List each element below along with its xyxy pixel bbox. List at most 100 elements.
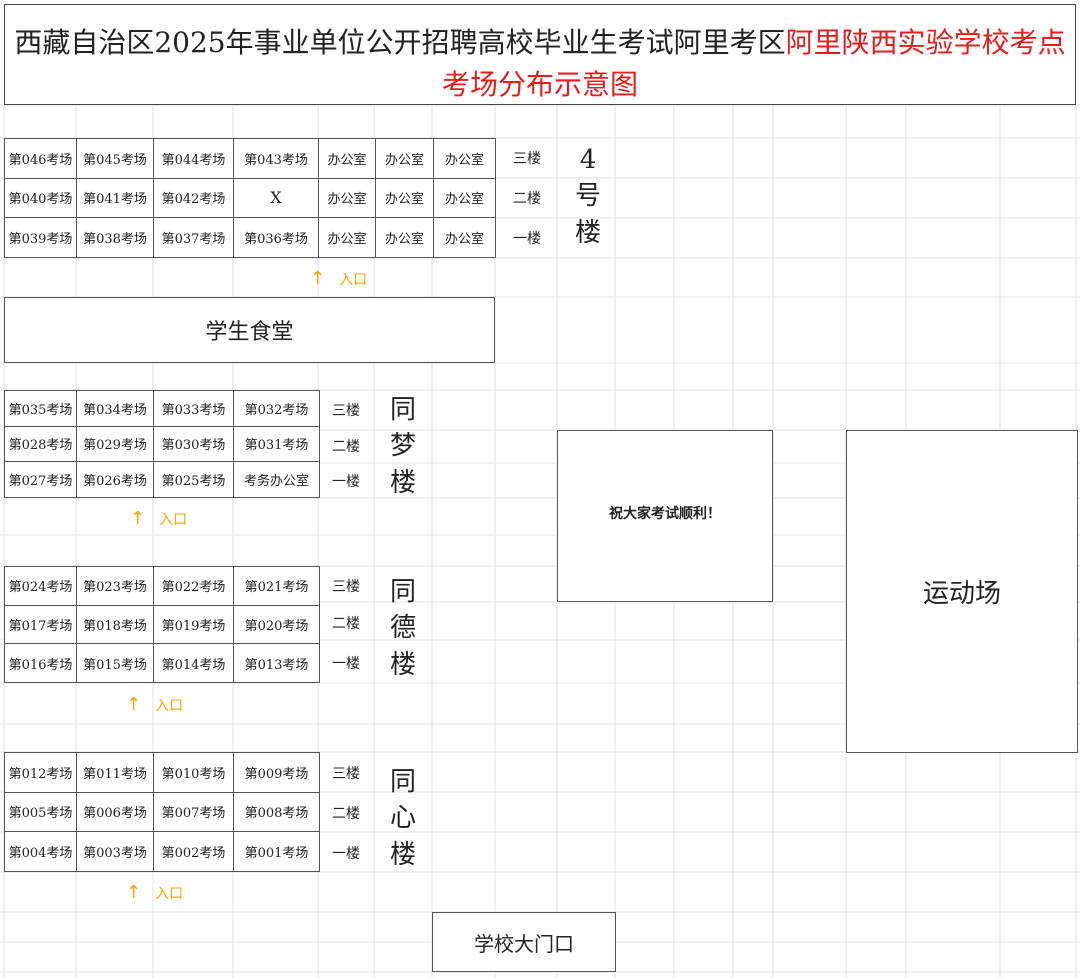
room-cell: 第035考场 — [4, 390, 77, 427]
floor-label: 一楼 — [332, 474, 360, 490]
table-row: 第024考场第023考场第022考场第021考场 — [4, 566, 320, 606]
entrance-label: 入口 — [159, 512, 188, 528]
building-name-char: 同 — [389, 767, 416, 797]
floor-label: 二楼 — [332, 806, 360, 822]
room-cell: 第037考场 — [153, 217, 234, 258]
building-name-char: 楼 — [389, 649, 416, 680]
up-arrow-icon: ↑ — [126, 694, 142, 715]
canteen-label: 学生食堂 — [205, 320, 294, 345]
room-cell: 第031考场 — [233, 425, 320, 463]
tongde-building-name: 同 德 楼 — [381, 574, 425, 683]
entrance-label: 入口 — [155, 698, 184, 714]
room-cell: 第013考场 — [233, 643, 320, 683]
table-row: 第004考场第003考场第002考场第001考场 — [4, 831, 320, 872]
floor-label: 二楼 — [332, 616, 360, 632]
room-cell: 第024考场 — [4, 566, 77, 606]
entrance-label: 入口 — [155, 886, 184, 902]
room-cell: 办公室 — [318, 217, 376, 258]
room-cell: X — [233, 177, 319, 219]
building-name-char: 号 — [574, 181, 601, 212]
room-cell: 第020考场 — [233, 604, 320, 645]
room-cell: 办公室 — [433, 138, 496, 179]
room-cell: 第041考场 — [76, 177, 154, 219]
room-cell: 第030考场 — [153, 425, 234, 463]
title-box: 西藏自治区2025年事业单位公开招聘高校毕业生考试阿里考区阿里陕西实验学校考点 … — [4, 4, 1076, 105]
playground-box: 运动场 — [846, 430, 1078, 753]
room-cell: 第040考场 — [4, 177, 77, 219]
room-cell: 第006考场 — [76, 791, 154, 833]
wishes-box: 祝大家考试顺利！ — [557, 430, 773, 602]
table-row: 第016考场第015考场第014考场第013考场 — [4, 643, 320, 683]
room-cell: 第010考场 — [153, 752, 234, 793]
building-name-char: 楼 — [389, 839, 416, 870]
room-cell: 第029考场 — [76, 425, 154, 463]
table-row: 第005考场第006考场第007考场第008考场 — [4, 791, 320, 833]
room-cell: 考务办公室 — [233, 461, 320, 498]
tongmeng-building-name: 同 梦 楼 — [381, 392, 425, 501]
floor-label: 二楼 — [513, 191, 541, 207]
room-cell: 第044考场 — [153, 138, 234, 179]
tongxin-rooms-table: 第012考场第011考场第010考场第009考场 第005考场第006考场第00… — [4, 752, 320, 872]
room-cell: 第007考场 — [153, 791, 234, 833]
room-cell: 第016考场 — [4, 643, 77, 683]
floor-label: 一楼 — [332, 656, 360, 672]
room-cell: 第021考场 — [233, 566, 320, 606]
tongxin-building-name: 同 心 楼 — [381, 764, 425, 873]
room-cell: 办公室 — [318, 138, 376, 179]
up-arrow-icon: ↑ — [130, 508, 146, 529]
room-cell: 第018考场 — [76, 604, 154, 645]
room-cell: 办公室 — [375, 217, 434, 258]
floor-label: 二楼 — [332, 439, 360, 455]
room-cell: 办公室 — [433, 177, 496, 219]
room-cell: 第033考场 — [153, 390, 234, 427]
room-cell: 第032考场 — [233, 390, 320, 427]
room-cell: 第011考场 — [76, 752, 154, 793]
canteen-box: 学生食堂 — [4, 297, 495, 363]
room-cell: 办公室 — [375, 138, 434, 179]
table-row: 第039考场第038考场第037考场第036考场办公室办公室办公室 — [4, 217, 496, 258]
building-name-char: 楼 — [389, 467, 416, 498]
building-name-char: 心 — [389, 803, 416, 834]
table-row: 第028考场第029考场第030考场第031考场 — [4, 425, 320, 463]
room-cell: 第045考场 — [76, 138, 154, 179]
room-cell: 第012考场 — [4, 752, 77, 793]
floor-label: 一楼 — [513, 231, 541, 247]
room-cell: 第023考场 — [76, 566, 154, 606]
room-cell: 第042考场 — [153, 177, 234, 219]
building-4-rooms-table: 第046考场第045考场第044考场第043考场办公室办公室办公室 第040考场… — [4, 138, 496, 258]
title-line-1: 西藏自治区2025年事业单位公开招聘高校毕业生考试阿里考区阿里陕西实验学校考点 — [5, 21, 1075, 61]
floor-label: 三楼 — [513, 151, 541, 167]
building-name-char: 同 — [389, 577, 416, 607]
room-cell: 第005考场 — [4, 791, 77, 833]
room-cell: 第008考场 — [233, 791, 320, 833]
building-name-char: 梦 — [389, 431, 416, 462]
tongde-entrance: ↑ 入口 — [126, 694, 183, 715]
building-4-name: 4 号 楼 — [566, 142, 610, 251]
building-name-char: 4 — [579, 145, 597, 175]
floor-label: 三楼 — [332, 403, 360, 419]
table-row: 第012考场第011考场第010考场第009考场 — [4, 752, 320, 793]
room-cell: 第038考场 — [76, 217, 154, 258]
floor-label: 三楼 — [332, 579, 360, 595]
room-cell: 办公室 — [375, 177, 434, 219]
building-name-char: 同 — [389, 395, 416, 425]
entrance-label: 入口 — [339, 272, 368, 288]
room-cell: 第028考场 — [4, 425, 77, 463]
floor-label: 一楼 — [332, 846, 360, 862]
title-main-text: 西藏自治区2025年事业单位公开招聘高校毕业生考试阿里考区 — [14, 26, 786, 59]
wishes-text: 祝大家考试顺利！ — [609, 506, 721, 522]
room-cell: 第004考场 — [4, 831, 77, 872]
playground-label: 运动场 — [922, 579, 1001, 609]
room-cell: 第019考场 — [153, 604, 234, 645]
room-cell: 第002考场 — [153, 831, 234, 872]
table-row: 第035考场第034考场第033考场第032考场 — [4, 390, 320, 427]
school-gate-label: 学校大门口 — [474, 931, 574, 956]
title-venue-text: 阿里陕西实验学校考点 — [785, 26, 1066, 59]
room-cell: 第027考场 — [4, 461, 77, 498]
tongde-rooms-table: 第024考场第023考场第022考场第021考场 第017考场第018考场第01… — [4, 566, 320, 683]
building-name-char: 楼 — [574, 217, 601, 248]
tongmeng-entrance: ↑ 入口 — [130, 508, 187, 529]
room-cell: 第017考场 — [4, 604, 77, 645]
room-cell: 第003考场 — [76, 831, 154, 872]
